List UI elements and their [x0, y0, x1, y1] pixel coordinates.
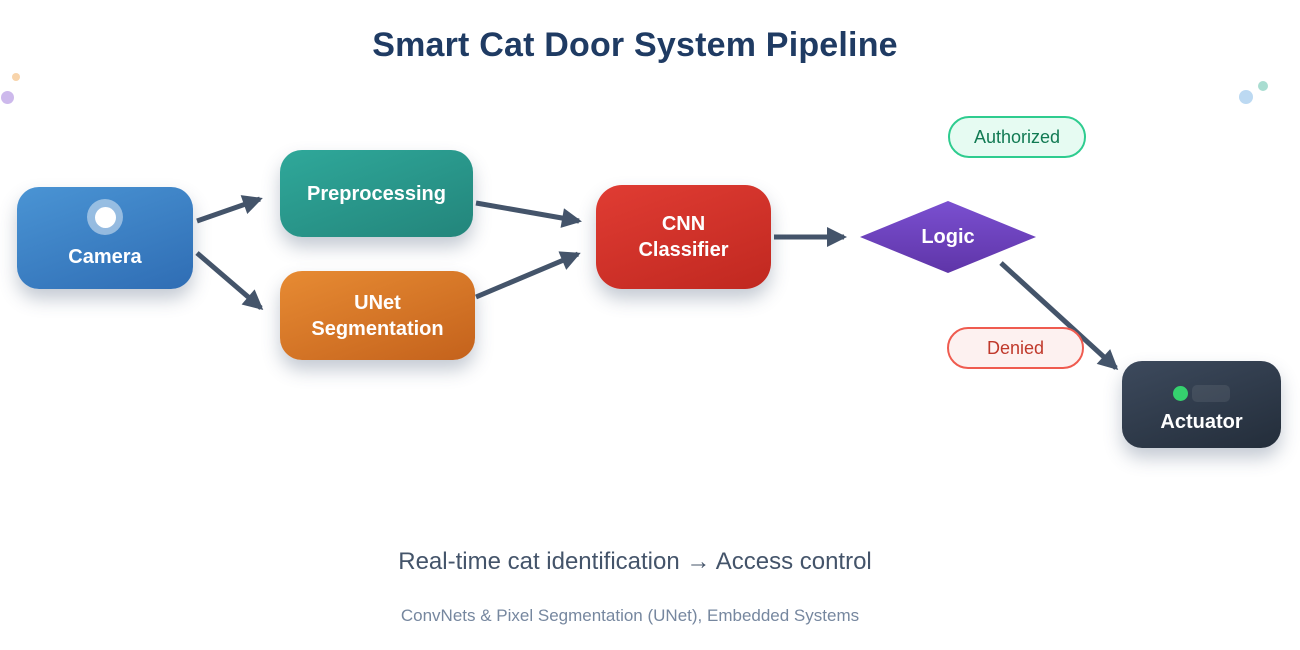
camera-lens-icon [87, 199, 123, 235]
arrow-camera-to-preprocessing [196, 195, 263, 224]
decor-dot-lavender [1, 91, 14, 104]
page-title: Smart Cat Door System Pipeline [372, 26, 898, 64]
arrow-camera-to-unet [195, 251, 264, 310]
node-unet-line1: UNet [354, 291, 401, 314]
node-camera-label: Camera [68, 246, 142, 268]
node-cnn-line2: Classifier [638, 239, 729, 261]
node-unet-line2: Segmentation [311, 317, 444, 340]
node-unet-segmentation: UNet Segmentation [280, 271, 475, 360]
led-dot-icon [1173, 386, 1188, 401]
node-cnn-line1: CNN [661, 213, 706, 235]
camera-lens-inner [94, 206, 116, 228]
decor-dot-blue [1239, 90, 1253, 104]
node-logic-diamond: Logic [860, 201, 1036, 273]
led-indicator-icon [1173, 385, 1230, 402]
arrow-unet-to-cnn [475, 251, 581, 300]
node-camera: Camera [17, 187, 193, 289]
node-cnn-classifier: CNN Classifier [596, 185, 771, 289]
caption-secondary: ConvNets & Pixel Segmentation (UNet), Em… [400, 606, 860, 625]
label-authorized: Authorized [948, 116, 1086, 158]
decor-dot-peach [12, 73, 20, 81]
arrow-preprocessing-to-cnn [475, 200, 582, 228]
label-denied: Denied [947, 327, 1084, 369]
led-slot [1192, 385, 1230, 402]
node-preprocessing-label: Preprocessing [307, 182, 446, 205]
caption-primary: Real-time cat identification → Access co… [398, 548, 872, 575]
node-actuator-label: Actuator [1160, 411, 1243, 433]
node-preprocessing: Preprocessing [280, 150, 473, 237]
node-actuator: Actuator [1122, 361, 1281, 448]
label-authorized-text: Authorized [973, 126, 1061, 147]
decor-dot-mint [1258, 81, 1268, 91]
node-logic-label: Logic [921, 226, 975, 248]
label-denied-text: Denied [986, 337, 1045, 358]
